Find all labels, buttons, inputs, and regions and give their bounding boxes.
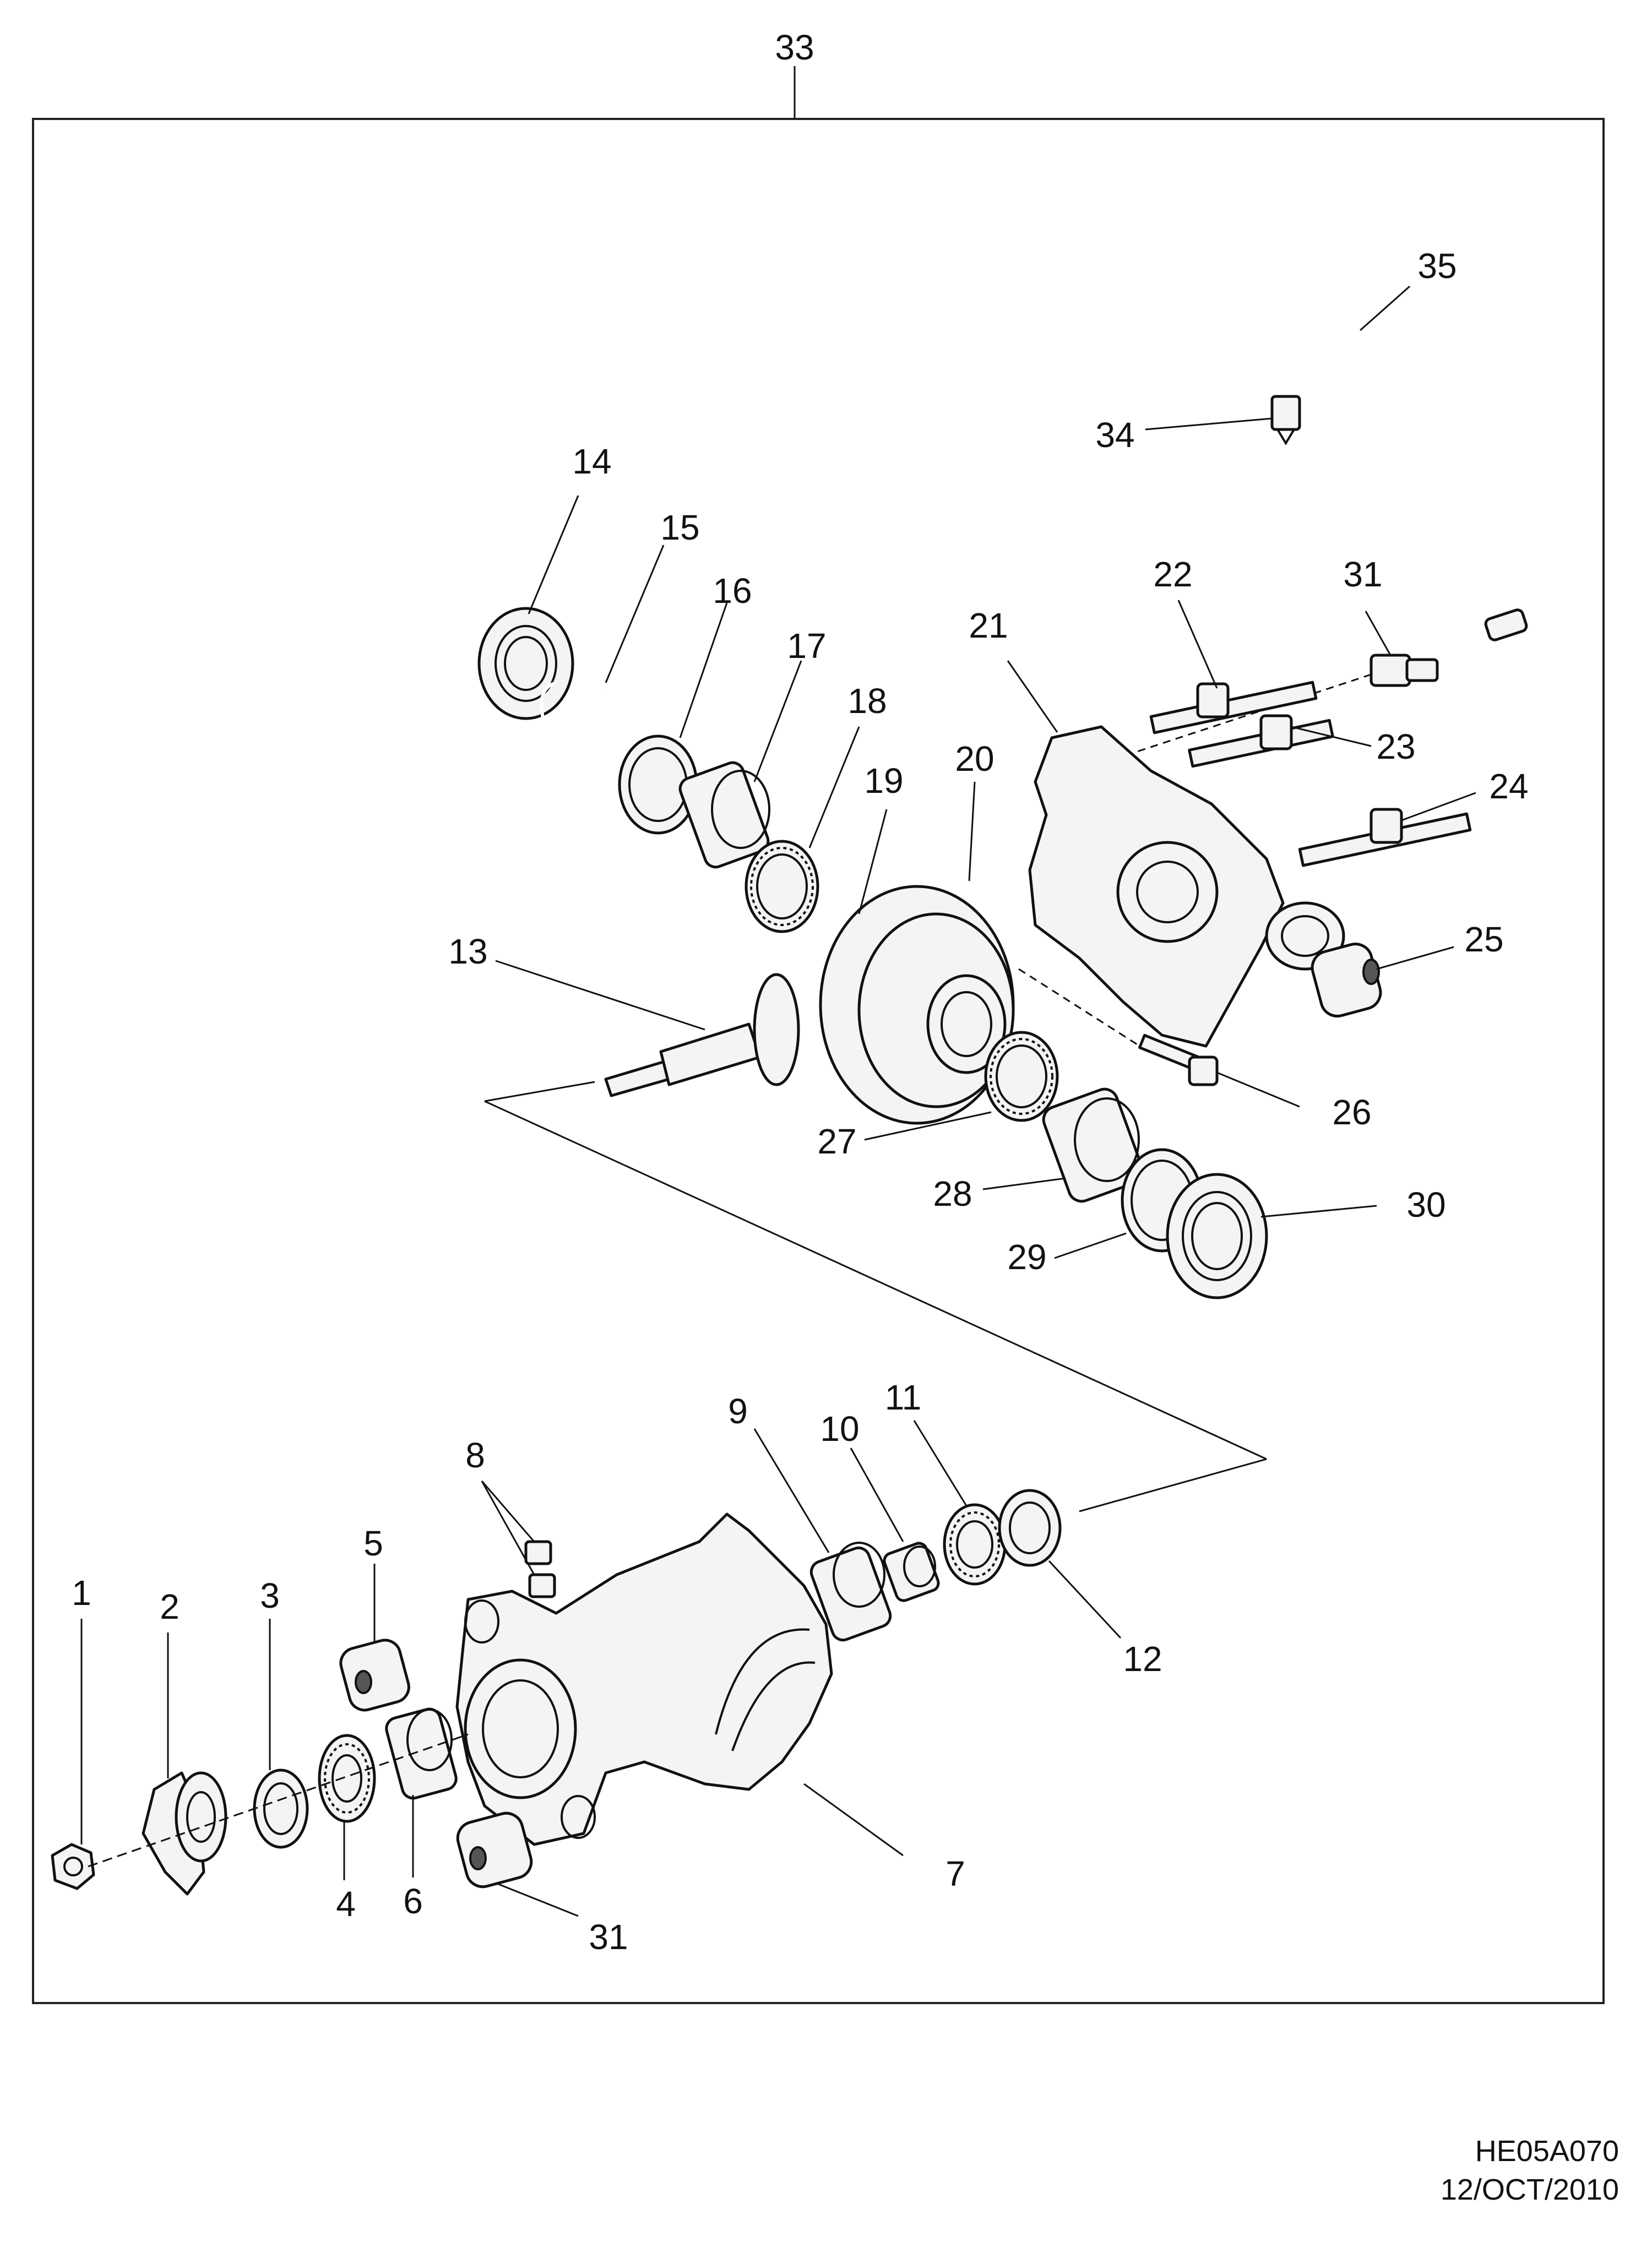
callout-34[interactable]: 34 [1095, 415, 1134, 455]
differential-housing-cover [1028, 725, 1345, 1048]
companion-flange-2 [142, 1771, 227, 1896]
bushing-31 [456, 1811, 533, 1889]
tapered-bearing-27 [984, 1031, 1059, 1122]
bolt-22 [1149, 681, 1318, 734]
callout-10[interactable]: 10 [820, 1409, 859, 1449]
callout-23[interactable]: 23 [1376, 727, 1415, 766]
callout-15[interactable]: 15 [660, 508, 699, 547]
snap-ring-15 [540, 681, 624, 766]
bushing-25 [1311, 943, 1382, 1017]
callout-18[interactable]: 18 [847, 681, 887, 721]
callout-1[interactable]: 1 [72, 1573, 91, 1613]
callout-13[interactable]: 13 [448, 932, 487, 971]
callout-32[interactable]: 33 [775, 28, 814, 67]
callout-7[interactable]: 7 [945, 1854, 965, 1893]
drawing-code: HE05A070 [1475, 2135, 1619, 2168]
callout-27[interactable]: 27 [817, 1122, 856, 1161]
tapered-bearing-11 [943, 1503, 1007, 1586]
tapered-bearing-4 [318, 1734, 376, 1823]
oil-seal-12 [998, 1489, 1062, 1567]
bearing-race-28 [1042, 1087, 1144, 1203]
vent-tube [1182, 188, 1559, 641]
callout-29[interactable]: 29 [1007, 1237, 1046, 1277]
callout-20[interactable]: 20 [955, 739, 994, 779]
oil-seal-30 [1166, 1173, 1268, 1299]
callout-25[interactable]: 25 [1464, 919, 1503, 959]
assembly-frame [32, 118, 1605, 2004]
callout-14[interactable]: 14 [572, 442, 611, 481]
bearing-race-17 [678, 761, 770, 869]
oil-seal-14 [477, 607, 574, 720]
callout-4[interactable]: 4 [336, 1884, 356, 1924]
oil-seal-3 [253, 1768, 309, 1849]
callout-5[interactable]: 5 [363, 1523, 383, 1563]
callout-33[interactable]: 31 [1343, 554, 1382, 594]
bearing-race-6 [385, 1707, 458, 1800]
callout-11[interactable]: 11 [885, 1378, 921, 1417]
vent-clip [1270, 395, 1301, 445]
callout-26[interactable]: 26 [1332, 1092, 1371, 1132]
callout-6[interactable]: 6 [403, 1881, 423, 1921]
bolt-26 [1138, 1033, 1219, 1086]
callout-28[interactable]: 28 [933, 1174, 972, 1213]
callout-3[interactable]: 3 [260, 1576, 280, 1615]
bearing-race-9 [809, 1542, 892, 1642]
callout-9[interactable]: 9 [728, 1391, 748, 1431]
front-differential-housing [455, 1512, 833, 1846]
callout-30[interactable]: 30 [1406, 1185, 1446, 1225]
callout-2[interactable]: 2 [160, 1587, 180, 1626]
bolt-24 [1298, 808, 1472, 867]
drawing-date: 12/OCT/2010 [1441, 2173, 1619, 2206]
housing-bolts-8 [524, 1540, 556, 1598]
callout-16[interactable]: 16 [713, 571, 752, 611]
callout-31[interactable]: 31 [589, 1917, 628, 1957]
flange-nut-1 [51, 1843, 95, 1890]
breather-fitting [1370, 654, 1439, 687]
bolt-23 [1188, 714, 1334, 768]
callout-35[interactable]: 35 [1417, 246, 1457, 286]
ring-gear-differential-case [819, 885, 1015, 1125]
callout-8[interactable]: 8 [465, 1435, 485, 1475]
callout-19[interactable]: 19 [864, 761, 903, 801]
callout-17[interactable]: 17 [787, 626, 826, 666]
callout-12[interactable]: 12 [1123, 1639, 1162, 1679]
callout-24[interactable]: 24 [1489, 766, 1528, 806]
pinion-shaft-13 [604, 973, 800, 1097]
tapered-bearing-18 [745, 840, 819, 933]
bushing-5 [339, 1639, 410, 1712]
callout-21[interactable]: 21 [969, 606, 1008, 645]
spacer-10 [883, 1542, 940, 1602]
callout-22[interactable]: 22 [1153, 554, 1192, 594]
